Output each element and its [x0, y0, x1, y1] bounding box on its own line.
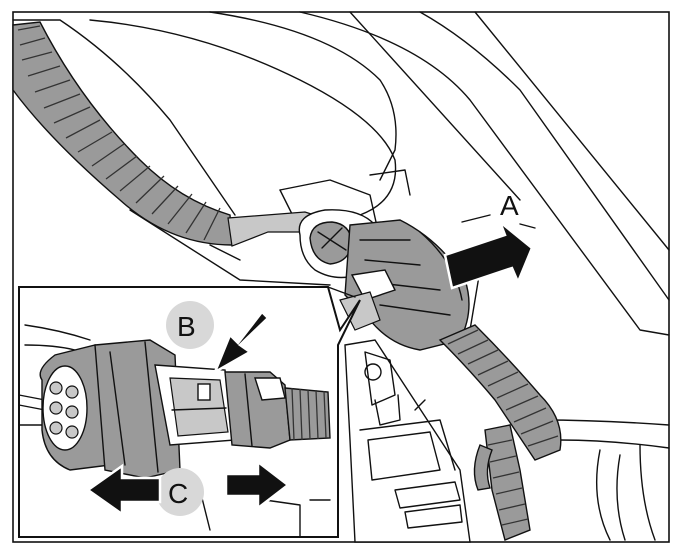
arrow-b-icon	[212, 310, 270, 375]
arrow-c-left-icon	[85, 463, 162, 517]
callout-a: A	[500, 190, 519, 221]
main-view: A	[12, 11, 670, 543]
harness-ribs-lower	[447, 329, 559, 447]
inset-detail: B C	[18, 286, 361, 538]
callout-c: C	[168, 478, 188, 509]
callout-b: B	[177, 311, 196, 342]
harness-ribs-upper	[17, 25, 221, 241]
arrow-c-right-icon	[224, 459, 291, 511]
arrow-a-icon	[443, 218, 534, 290]
